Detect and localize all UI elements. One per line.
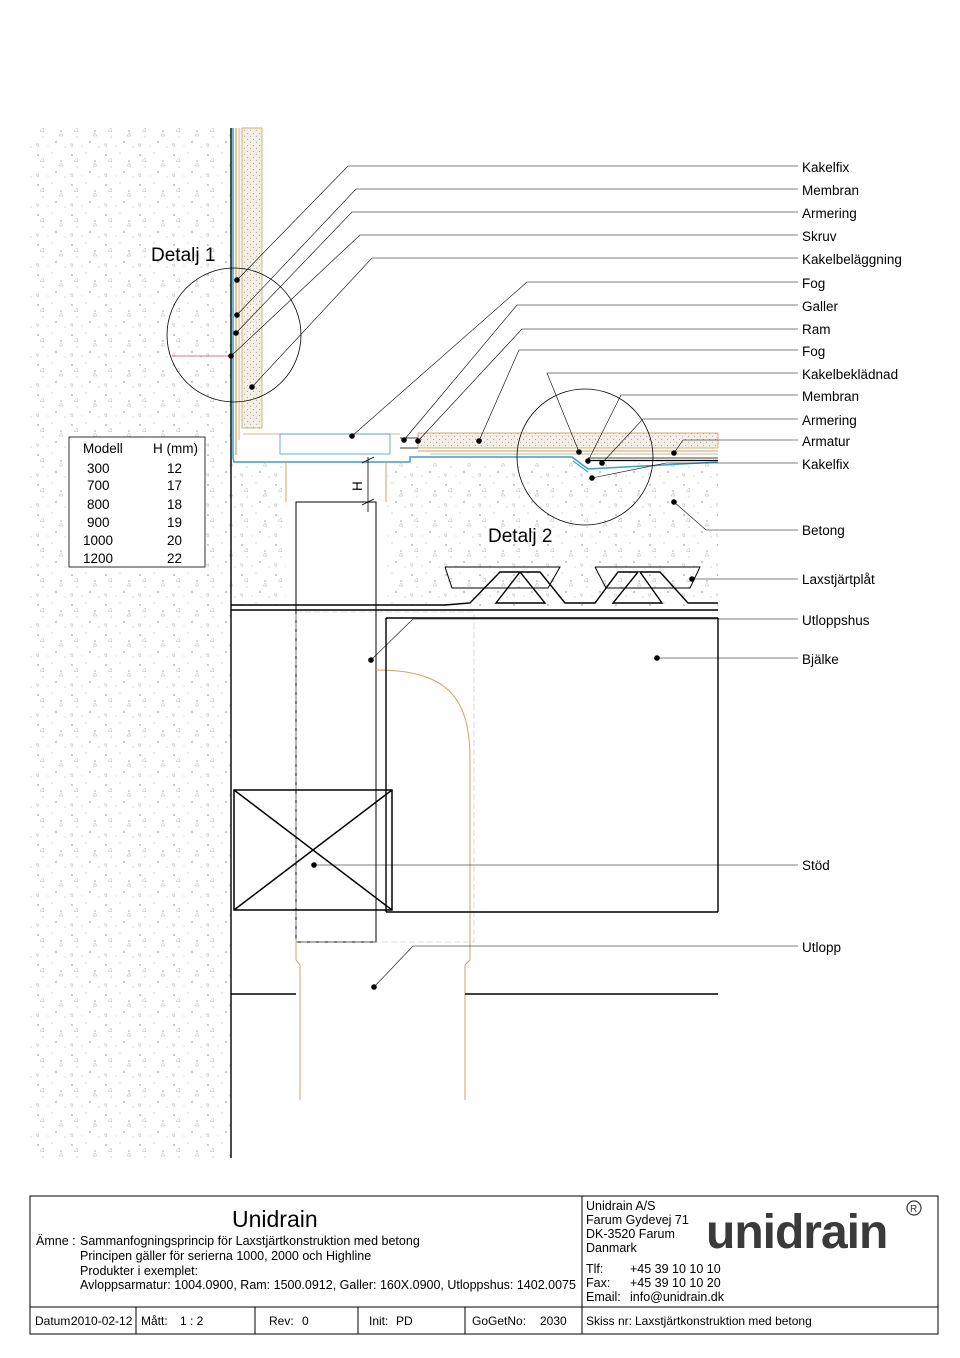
table-cell: 20 xyxy=(167,533,182,548)
fax-value: +45 39 10 10 20 xyxy=(630,1276,721,1290)
table-cell: 700 xyxy=(87,478,110,493)
label-stod: Stöd xyxy=(802,858,830,873)
label-betong: Betong xyxy=(802,523,845,538)
dovetail-sheet xyxy=(231,566,718,611)
gogetno-value: 2030 xyxy=(540,1314,567,1328)
detail-1-label: Detalj 1 xyxy=(151,245,215,266)
table-cell: 900 xyxy=(87,515,110,530)
unidrain-logo: unidrain xyxy=(706,1206,887,1259)
phone-value: +45 39 10 10 10 xyxy=(630,1262,721,1276)
outlet-bore xyxy=(286,462,386,612)
titleblock-line3: Produkter i exemplet: xyxy=(80,1264,198,1278)
label-fog: Fog xyxy=(802,276,825,291)
detail-circle-2 xyxy=(516,388,654,526)
table-cell: 12 xyxy=(167,461,182,476)
table-header-model: Modell xyxy=(83,441,123,456)
label-kakelfix-2: Kakelfix xyxy=(802,457,850,472)
leader-dots xyxy=(228,277,695,990)
model-table: Modell H (mm) 300 12 700 17 800 18 900 1… xyxy=(68,436,206,568)
detail-circle-1 xyxy=(166,267,302,403)
table-header-h: H (mm) xyxy=(153,441,198,456)
table-cell: 1200 xyxy=(83,551,113,566)
datum-label: Datum: xyxy=(35,1314,74,1328)
matt-value: 1 : 2 xyxy=(180,1314,204,1328)
label-armering-2: Armering xyxy=(802,413,857,428)
dimension-h xyxy=(361,456,375,512)
titleblock-brand: Unidrain xyxy=(232,1206,318,1232)
titleblock-line4: Avloppsarmatur: 1004.0900, Ram: 1500.091… xyxy=(80,1278,576,1292)
skiss-label: Skiss nr: xyxy=(586,1314,632,1328)
matt-label: Mått: xyxy=(141,1314,168,1328)
company-name: Unidrain A/S xyxy=(586,1199,655,1213)
label-armering: Armering xyxy=(802,206,857,221)
concrete-wall xyxy=(30,128,231,1158)
company-city: DK-3520 Farum xyxy=(586,1227,675,1241)
email-value: info@unidrain.dk xyxy=(630,1290,725,1304)
detail-2-label: Detalj 2 xyxy=(488,526,552,547)
label-galler: Galler xyxy=(802,299,839,314)
label-ram: Ram xyxy=(802,322,831,337)
label-fog-2: Fog xyxy=(802,344,825,359)
label-bjalke: Bjälke xyxy=(802,652,839,667)
phone-label: Tlf: xyxy=(586,1262,603,1276)
leaders xyxy=(230,165,798,988)
label-kakelfix: Kakelfix xyxy=(802,160,850,175)
titleblock-amne-label: Ämne : xyxy=(36,1234,76,1248)
wall-layers xyxy=(232,127,263,458)
registered-mark-icon xyxy=(906,1200,922,1216)
outlet-body xyxy=(285,462,475,1100)
rev-value: 0 xyxy=(302,1314,309,1328)
init-label: Init: xyxy=(369,1314,388,1328)
titleblock-line2: Principen gäller för serierna 1000, 2000… xyxy=(80,1249,371,1263)
datum-value: 2010-02-12 xyxy=(71,1314,133,1328)
label-utloppshus: Utloppshus xyxy=(802,613,870,628)
table-cell: 300 xyxy=(87,461,110,476)
table-cell: 800 xyxy=(87,497,110,512)
title-block xyxy=(29,1195,939,1335)
init-value: PD xyxy=(396,1314,413,1328)
dimension-h-label: H xyxy=(350,481,365,491)
label-membran: Membran xyxy=(802,183,859,198)
component-labels: Kakelfix Membran Armering Skruv Kakelbel… xyxy=(802,160,902,955)
table-cell: 22 xyxy=(167,551,182,566)
titleblock-amne: Sammanfogningsprincip för Laxstjärtkonst… xyxy=(80,1234,420,1248)
support-block xyxy=(233,789,393,911)
gogetno-label: GoGetNo: xyxy=(472,1314,526,1328)
email-label: Email: xyxy=(586,1290,621,1304)
rev-label: Rev: xyxy=(269,1314,294,1328)
company-street: Farum Gydevej 71 xyxy=(586,1213,689,1227)
label-utlopp: Utlopp xyxy=(802,940,841,955)
table-cell: 18 xyxy=(167,497,182,512)
table-cell: 1000 xyxy=(83,533,113,548)
label-kakelbelaggning: Kakelbeläggning xyxy=(802,252,902,267)
label-skruv: Skruv xyxy=(802,229,837,244)
label-armatur: Armatur xyxy=(802,434,851,449)
label-kakelbekladnad: Kakelbeklädnad xyxy=(802,367,898,382)
table-cell: 17 xyxy=(167,478,182,493)
structure xyxy=(230,128,719,1158)
label-membran-2: Membran xyxy=(802,389,859,404)
table-cell: 19 xyxy=(167,515,182,530)
skiss-value: Laxstjärtkonstruktion med betong xyxy=(635,1314,812,1328)
label-laxstjartplat: Laxstjärtplåt xyxy=(802,572,875,587)
registered-glyph: R xyxy=(910,1204,917,1215)
company-country: Danmark xyxy=(586,1241,637,1255)
fax-label: Fax: xyxy=(586,1276,610,1290)
